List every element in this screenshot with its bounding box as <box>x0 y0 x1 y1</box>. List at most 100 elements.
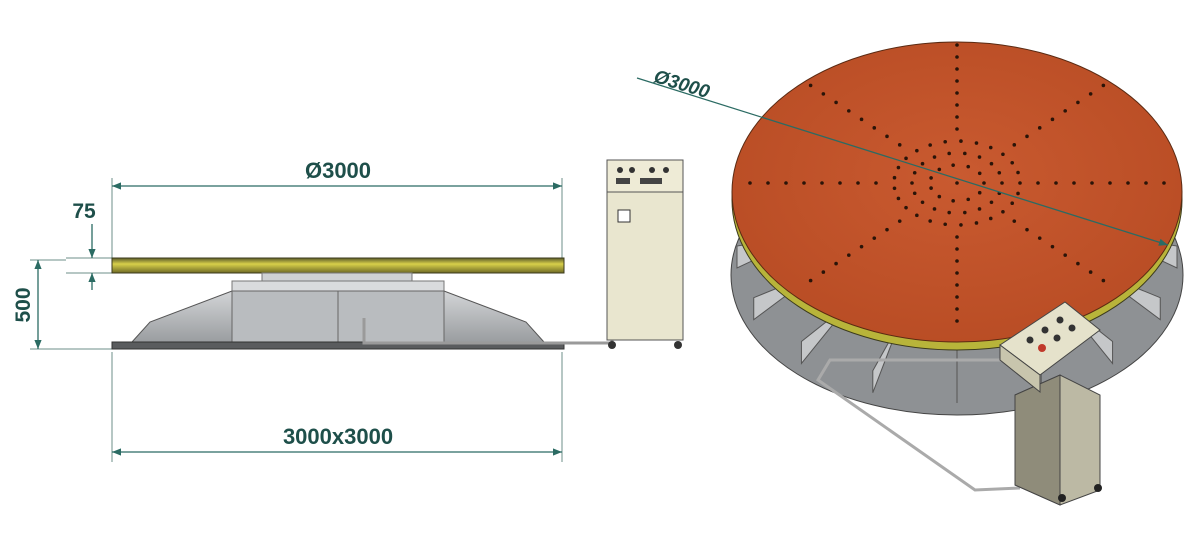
hole <box>1016 170 1020 175</box>
side-view: Ø3000 75 500 3000x3000 <box>12 158 684 462</box>
hole <box>910 181 914 185</box>
hole <box>955 295 959 299</box>
hole <box>808 278 813 283</box>
hole <box>912 170 917 175</box>
hole <box>892 186 897 191</box>
base-size-label: 3000x3000 <box>283 424 393 449</box>
hole <box>904 156 908 161</box>
hole <box>959 223 963 227</box>
hole <box>838 181 842 185</box>
hole <box>932 155 937 159</box>
hole <box>897 219 902 223</box>
iso-control-cabinet <box>999 301 1102 506</box>
mounting-holes <box>748 43 1166 323</box>
hole <box>847 253 851 257</box>
hole <box>1001 152 1005 157</box>
control-cabinet <box>606 159 684 349</box>
hole <box>955 283 959 287</box>
hole <box>955 127 959 131</box>
hole <box>963 210 967 215</box>
hole <box>977 190 982 195</box>
hole <box>974 221 979 225</box>
hole <box>834 261 838 266</box>
hole <box>1101 278 1106 283</box>
hole <box>955 91 959 95</box>
hole <box>959 139 963 143</box>
hole <box>988 216 993 221</box>
hole <box>920 161 925 166</box>
hole <box>1012 219 1017 223</box>
hole <box>1050 117 1055 122</box>
hole <box>1025 227 1029 232</box>
hole <box>988 145 993 150</box>
hole <box>766 181 770 185</box>
hole <box>1012 143 1017 147</box>
hole <box>977 171 982 176</box>
hole <box>834 100 838 105</box>
iso-diameter-dimension-line <box>636 77 1169 246</box>
cabinet-lock <box>617 209 631 223</box>
diameter-label: Ø3000 <box>305 158 371 183</box>
hole <box>955 235 959 239</box>
hole <box>947 151 951 156</box>
hole <box>896 165 901 170</box>
hole <box>966 197 971 202</box>
control-panel <box>606 159 684 193</box>
hole <box>1076 100 1080 105</box>
hole <box>989 161 994 166</box>
hole <box>872 126 877 130</box>
hole <box>943 222 947 227</box>
hole <box>821 92 826 96</box>
hole <box>1144 181 1148 185</box>
hole <box>912 191 917 196</box>
hole <box>1162 181 1166 185</box>
hole <box>977 155 982 159</box>
hole <box>904 205 908 210</box>
hole <box>915 213 919 218</box>
hole <box>1090 181 1094 185</box>
hole <box>955 259 959 263</box>
hole <box>955 55 959 59</box>
hole <box>892 175 897 180</box>
hole <box>1037 236 1042 240</box>
hole <box>1088 270 1093 274</box>
support-rib <box>872 322 901 393</box>
hole <box>1126 181 1130 185</box>
hole <box>748 181 752 185</box>
hole <box>885 227 889 232</box>
hole <box>896 196 901 201</box>
iso-view: Ø3000 <box>636 41 1184 506</box>
hole <box>955 181 959 185</box>
base-plate <box>111 341 565 350</box>
hole <box>977 207 982 211</box>
hole <box>955 79 959 83</box>
hole <box>955 271 959 275</box>
drive-housing-top <box>231 280 445 292</box>
hole <box>937 167 942 172</box>
hole <box>1018 181 1022 185</box>
hole <box>982 181 986 185</box>
hole <box>1010 160 1015 165</box>
hole <box>955 115 959 119</box>
hole <box>874 181 878 185</box>
hole <box>943 139 947 144</box>
height-label: 500 <box>12 287 35 322</box>
hole <box>955 103 959 107</box>
hole <box>920 200 925 205</box>
hole <box>989 200 994 205</box>
hole <box>928 219 932 223</box>
hole <box>1000 181 1004 185</box>
hole <box>966 164 971 169</box>
hole <box>1072 181 1076 185</box>
hole <box>1001 209 1005 214</box>
hole <box>784 181 788 185</box>
hole <box>915 148 919 153</box>
hole <box>951 199 955 203</box>
hole <box>1088 92 1093 96</box>
iso-diameter-label: Ø3000 <box>651 66 712 103</box>
hole <box>1016 191 1020 196</box>
hole <box>1050 244 1055 249</box>
hole <box>1108 181 1112 185</box>
